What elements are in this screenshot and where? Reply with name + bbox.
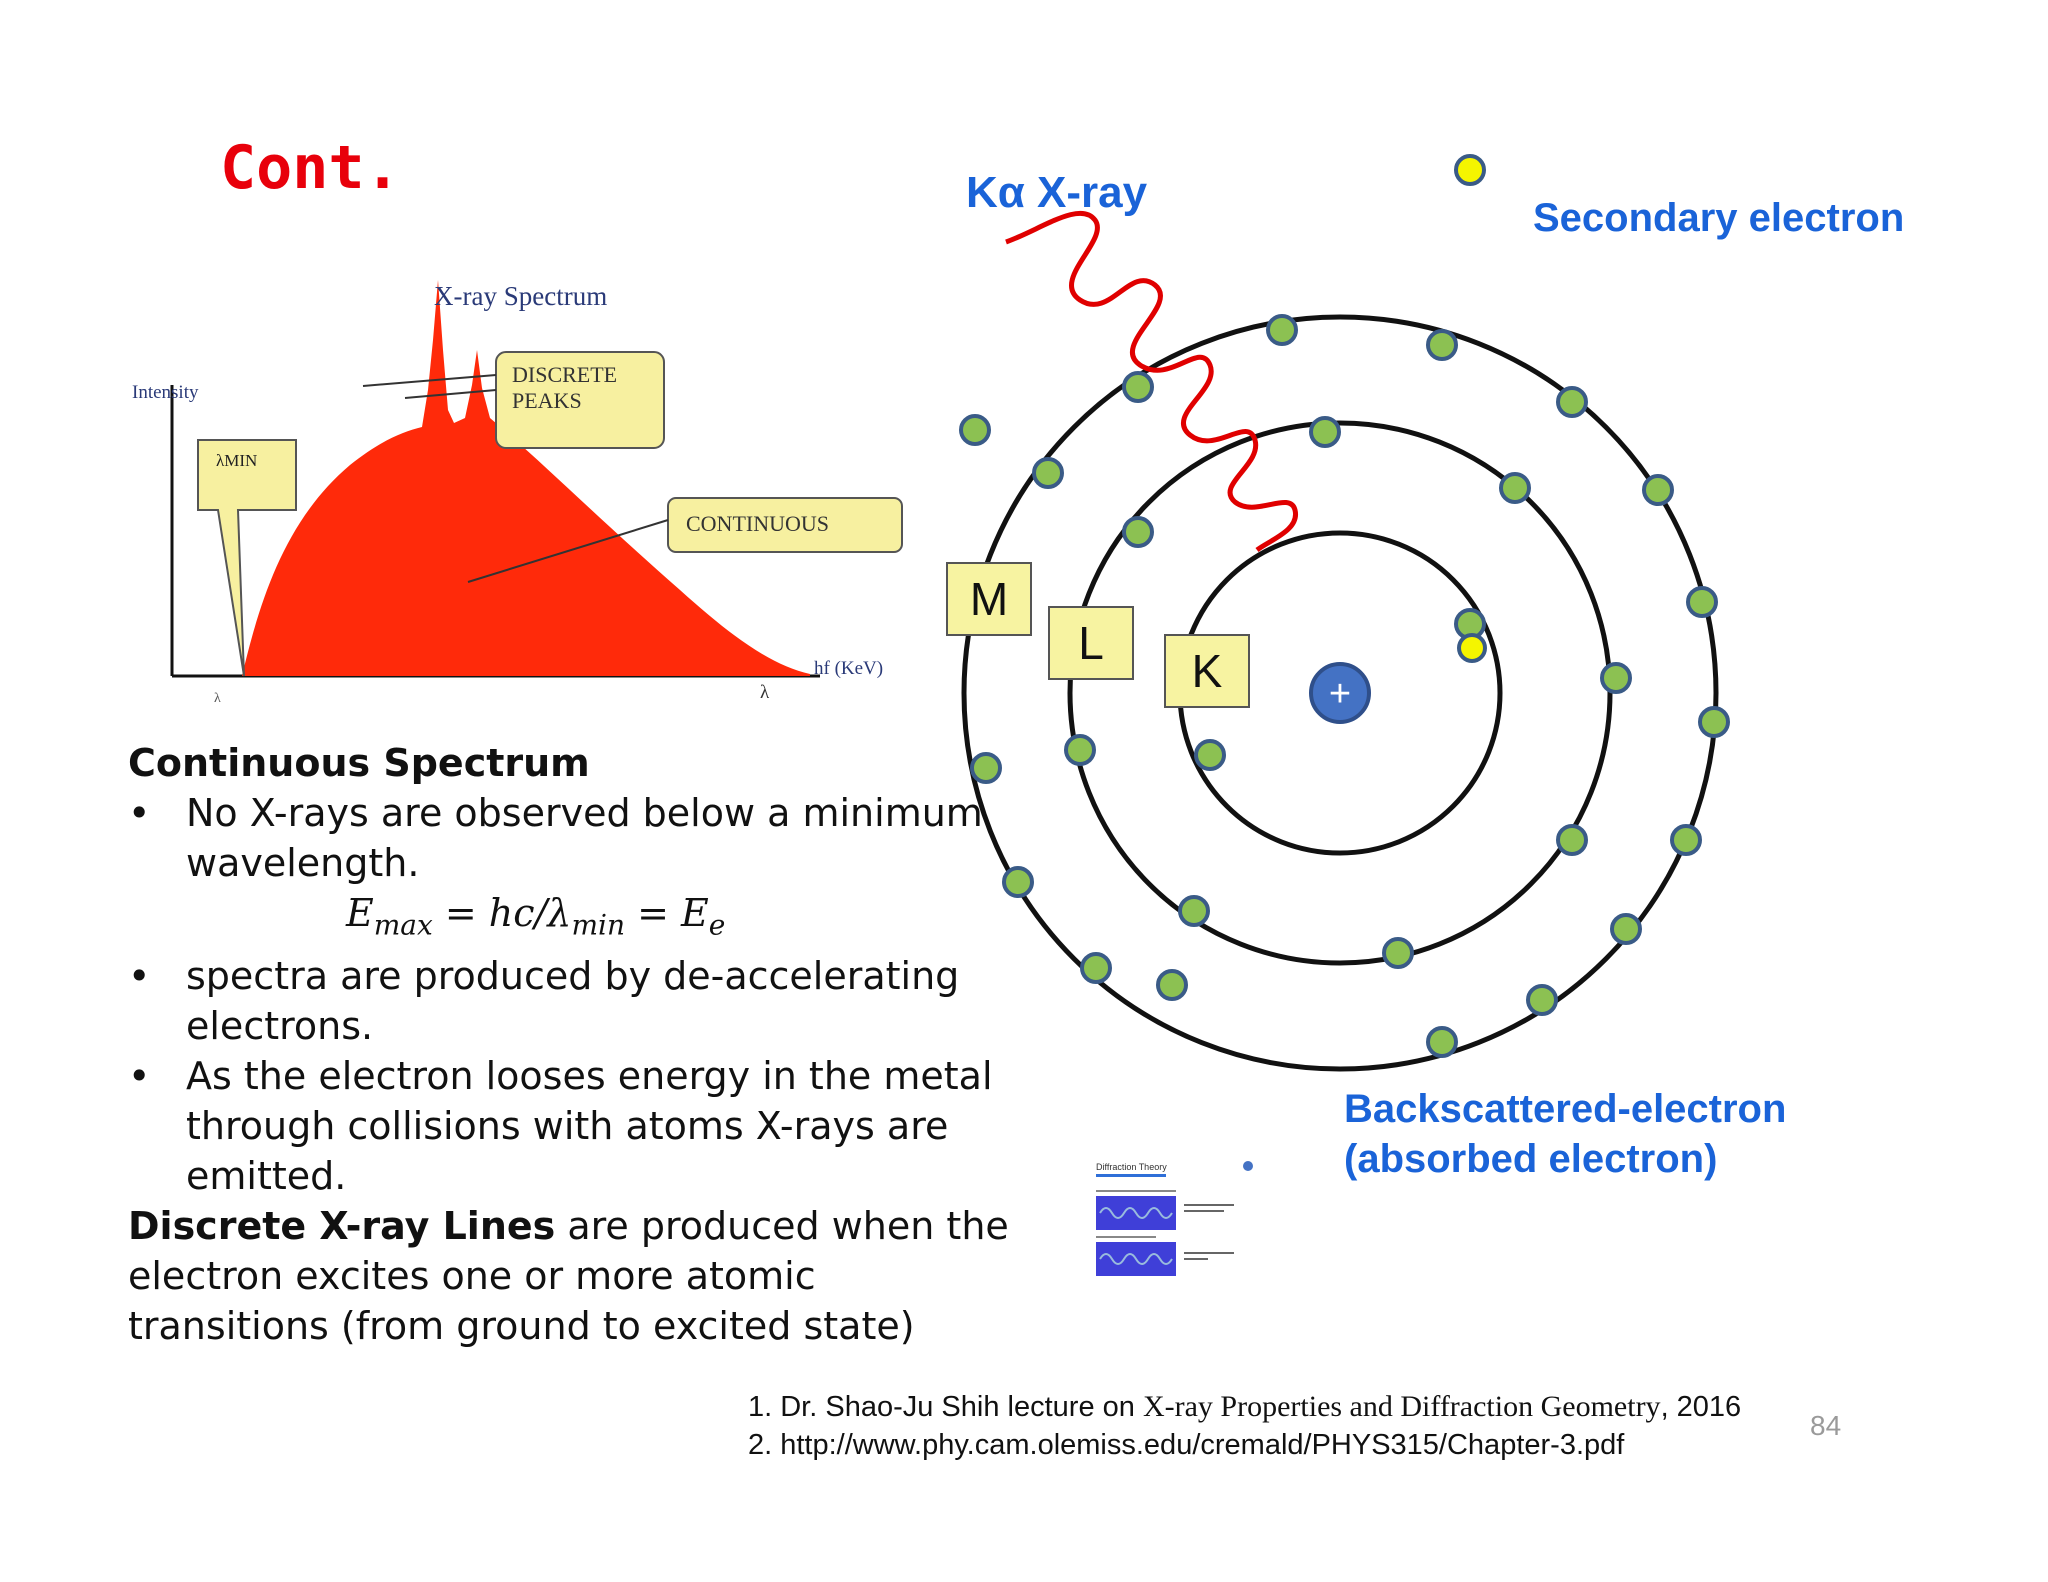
bullet2-line1: spectra are produced by de-accelerating <box>186 953 960 998</box>
discrete-line1: Discrete X-ray Lines are produced when t… <box>128 1201 1028 1251</box>
discrete-line3: transitions (from ground to excited stat… <box>128 1303 915 1348</box>
bullet2-line2: electrons. <box>186 1003 374 1048</box>
kalpha-xray-wave <box>1005 210 1298 553</box>
electron <box>1610 913 1642 945</box>
vacancy-electron <box>1457 633 1487 663</box>
shell-k-label: K <box>1164 634 1250 708</box>
electron <box>1032 457 1064 489</box>
discrete-peaks-callout <box>495 351 665 449</box>
body-text: Continuous Spectrum • No X-rays are obse… <box>128 738 1028 1351</box>
intensity-label: Intensity <box>132 382 199 403</box>
discrete-rest: are produced when the <box>555 1203 1009 1248</box>
secondary-electron <box>1454 154 1486 186</box>
lambda-min-label: λMIN <box>216 451 257 470</box>
electron <box>959 414 991 446</box>
spectrum-title: X-ray Spectrum <box>434 281 607 311</box>
discrete-heading: Discrete X-ray Lines <box>128 1203 556 1248</box>
electron <box>1556 824 1588 856</box>
secondary-electron-label: Secondary electron <box>1533 196 1905 240</box>
energy-formula: Emax = hc/λmin = Ee <box>346 891 726 942</box>
electron <box>1670 824 1702 856</box>
electron <box>1122 516 1154 548</box>
backscatter-line2: (absorbed electron) <box>1344 1137 1718 1181</box>
references: 1. Dr. Shao-Ju Shih lecture on X-ray Pro… <box>748 1388 1741 1464</box>
electron <box>1600 662 1632 694</box>
bullet3-line3: emitted. <box>186 1153 347 1198</box>
bullet-2: • spectra are produced by de-acceleratin… <box>128 951 1028 1051</box>
electron <box>970 752 1002 784</box>
electron <box>1642 474 1674 506</box>
l-shell-orbit <box>1067 420 1613 966</box>
peak-pointer-2 <box>404 389 497 399</box>
electron <box>1499 472 1531 504</box>
continuous-pointer <box>467 519 669 583</box>
page-number: 84 <box>1810 1410 1842 1441</box>
slide-title: Cont. <box>220 133 401 203</box>
thumbnail-dot <box>1243 1161 1253 1171</box>
shell-m-label: M <box>946 562 1032 636</box>
continuous-label: CONTINUOUS <box>686 511 829 536</box>
electron <box>1194 739 1226 771</box>
electron <box>1309 416 1341 448</box>
hf-label: hf (KeV) <box>814 658 883 679</box>
continuous-heading: Continuous Spectrum <box>128 741 590 785</box>
discrete-line2: electron excites one or more atomic <box>128 1253 816 1298</box>
bullet-dot: • <box>128 1053 151 1098</box>
bullet-1: • No X-rays are observed below a minimum… <box>128 788 1028 888</box>
diffraction-thumbnail: Diffraction Theory <box>1096 1161 1253 1276</box>
kalpha-xray-label: Kα X-ray <box>966 168 1148 217</box>
electron <box>1156 969 1188 1001</box>
m-shell-orbit <box>961 314 1719 1072</box>
spectrum-area <box>242 280 810 676</box>
lambda-min-tick: λ <box>214 691 221 706</box>
electron <box>1266 314 1298 346</box>
atom-shell-figure: + <box>959 154 1730 1072</box>
backscatter-line1: Backscattered-electron <box>1344 1087 1787 1131</box>
electron <box>1426 329 1458 361</box>
nucleus-plus: + <box>1329 673 1351 715</box>
xray-spectrum-figure: λMIN DISCRETE PEAKS CONTINUOUS X-ray Spe… <box>132 280 903 706</box>
reference-1: 1. Dr. Shao-Ju Shih lecture on X-ray Pro… <box>748 1390 1742 1423</box>
electron <box>1556 386 1588 418</box>
electrons <box>959 314 1730 1058</box>
electron <box>1080 952 1112 984</box>
electron <box>1426 1026 1458 1058</box>
backscattered-electron-label: Backscattered-electron (absorbed electro… <box>1344 1084 1786 1184</box>
shell-l-label: L <box>1048 606 1134 680</box>
discrete-peaks-line1: DISCRETE <box>512 362 617 387</box>
continuous-callout <box>667 497 903 553</box>
peak-pointer-1 <box>362 374 497 387</box>
lambda-label: λ <box>760 682 770 703</box>
nucleus <box>1309 662 1371 724</box>
electron <box>1002 866 1034 898</box>
bullet3-line2: through collisions with atoms X-rays are <box>186 1103 949 1148</box>
electron <box>1686 586 1718 618</box>
thumbnail-title: Diffraction Theory <box>1096 1162 1167 1172</box>
lambda-min-callout <box>197 439 297 677</box>
electron <box>1064 734 1096 766</box>
electron <box>1382 937 1414 969</box>
bullet3-line1: As the electron looses energy in the met… <box>186 1053 993 1098</box>
electron <box>1526 984 1558 1016</box>
reference-2: 2. http://www.phy.cam.olemiss.edu/cremal… <box>748 1429 1625 1461</box>
bullet1-line2: wavelength. <box>186 841 420 885</box>
discrete-peaks-line2: PEAKS <box>512 388 582 413</box>
bullet-dot: • <box>128 953 151 998</box>
electron <box>1122 371 1154 403</box>
electron <box>1178 895 1210 927</box>
bullet-3: • As the electron looses energy in the m… <box>128 1051 1028 1201</box>
bullet1-line1: No X-rays are observed below a minimum <box>186 791 983 835</box>
electron <box>1698 706 1730 738</box>
bullet-dot: • <box>128 791 151 835</box>
